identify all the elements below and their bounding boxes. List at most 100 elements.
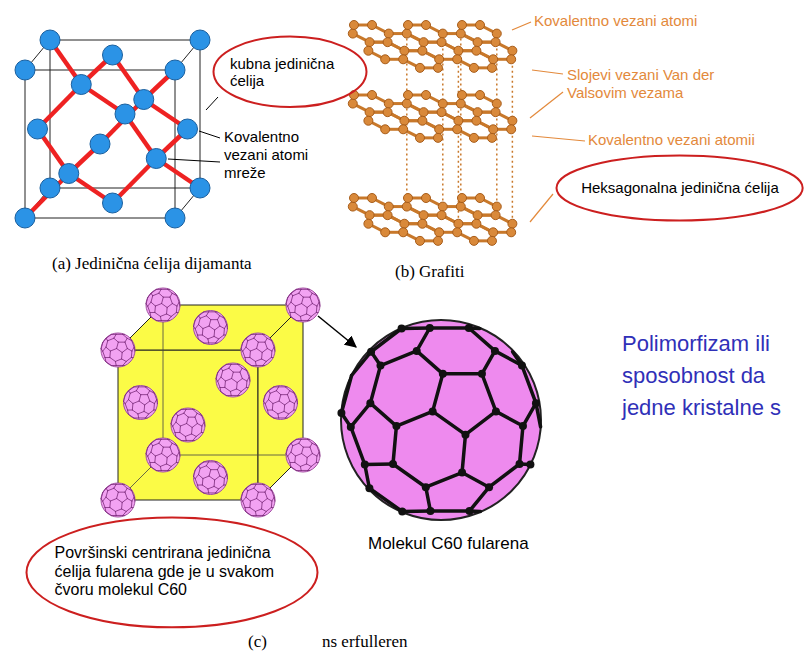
molecule-bond xyxy=(132,347,134,351)
molecule-bond xyxy=(116,334,123,335)
molecule-bond xyxy=(229,364,231,368)
molecule-bond xyxy=(265,391,268,395)
carbon-atom xyxy=(422,194,431,203)
molecule-bond xyxy=(262,349,267,353)
carbon-atom xyxy=(472,46,481,55)
molecule-bond xyxy=(300,314,306,316)
carbon-atom xyxy=(398,507,406,515)
molecule-bond xyxy=(138,411,144,413)
molecule-bond xyxy=(286,304,288,306)
carbon-atom xyxy=(392,422,400,430)
molecule-bond xyxy=(196,432,201,436)
molecule-bond xyxy=(123,511,126,515)
molecule-bond xyxy=(265,338,267,342)
molecule-bond xyxy=(291,467,297,471)
molecule-bond xyxy=(307,464,312,466)
molecule-bond xyxy=(123,484,125,485)
molecule-bond xyxy=(176,437,182,441)
molecule-bond xyxy=(312,293,317,295)
molecule-bond xyxy=(195,413,197,417)
molecule-bond xyxy=(122,509,127,511)
molecule-bond xyxy=(303,297,310,298)
carbon-atom xyxy=(456,202,465,211)
molecule-bond xyxy=(268,400,272,404)
molecule-bond xyxy=(351,427,365,465)
molecule-bond xyxy=(202,422,204,426)
leader-line xyxy=(530,92,563,118)
cube-edge xyxy=(200,40,201,188)
molecule-bond xyxy=(221,377,225,381)
c60-molecule xyxy=(146,438,180,472)
molecule-bond xyxy=(202,335,208,339)
molecule-bond xyxy=(150,462,155,463)
carbon-atom xyxy=(492,202,501,211)
molecule-bond xyxy=(238,395,240,396)
molecule-bond xyxy=(166,307,168,313)
molecule-bond xyxy=(155,454,161,456)
molecule-bond xyxy=(144,411,149,413)
molecule-bond xyxy=(312,454,317,456)
molecule-bond xyxy=(237,389,242,391)
molecule-bond xyxy=(194,320,196,326)
molecule-bond xyxy=(417,351,443,374)
carbon-atom xyxy=(415,63,424,72)
diamond-cell xyxy=(15,30,220,228)
molecule-bond xyxy=(236,382,238,388)
molecule-bond xyxy=(195,325,198,329)
molecule-bond xyxy=(272,404,274,410)
molecule-bond xyxy=(148,293,151,297)
leader-line xyxy=(532,70,563,74)
molecule-bond xyxy=(230,391,232,395)
molecule-bond xyxy=(153,293,159,295)
molecule-bond xyxy=(105,507,110,508)
carbon-atom xyxy=(433,133,442,142)
cube-edge xyxy=(163,455,303,456)
molecule-bond xyxy=(155,312,161,316)
molecule-bond xyxy=(204,492,209,493)
leader-line xyxy=(530,194,553,222)
molecule-bond xyxy=(161,470,168,471)
carbon-atom xyxy=(398,325,406,333)
carbon-atom xyxy=(367,348,375,356)
carbon-atom xyxy=(426,324,434,332)
molecule-bond xyxy=(243,351,245,357)
molecule-bond xyxy=(110,357,116,361)
molecule-bond xyxy=(285,417,287,418)
molecule-bond xyxy=(215,339,218,343)
molecule-bond xyxy=(215,461,217,462)
carbon-atom xyxy=(368,194,377,203)
note-text: Polimorfizam ili sposobnost da jedne kri… xyxy=(622,328,812,424)
carbon-atom xyxy=(402,99,411,108)
molecule-bond xyxy=(307,304,312,308)
molecule-bond xyxy=(139,401,145,405)
molecule-bond xyxy=(220,326,225,328)
molecule-bond xyxy=(146,454,148,456)
molecule-bond xyxy=(145,414,148,418)
molecule-bond xyxy=(246,512,252,516)
molecule-bond xyxy=(218,381,220,387)
molecule-bond xyxy=(288,456,290,462)
carbon-atom xyxy=(485,483,493,491)
molecule-bond xyxy=(136,387,138,391)
c60-molecule xyxy=(286,288,320,322)
molecule-bond xyxy=(154,400,156,404)
carbon-atom xyxy=(383,211,392,220)
molecule-bond xyxy=(209,492,216,493)
molecule-bond xyxy=(127,338,132,340)
c60-molecule xyxy=(264,386,298,420)
molecule-body xyxy=(101,333,135,367)
molecule-bond xyxy=(224,325,226,329)
molecule-bond xyxy=(114,488,118,492)
molecule-bond xyxy=(101,492,103,498)
molecule-bond xyxy=(187,424,193,428)
molecule-bond xyxy=(114,484,116,488)
molecule-bond xyxy=(194,470,196,476)
molecule-bond xyxy=(317,302,319,306)
molecule-bond xyxy=(103,497,106,501)
molecule-bond xyxy=(290,391,295,393)
carbon-atom xyxy=(487,236,496,245)
molecule-bond xyxy=(263,334,267,338)
carbon-atom xyxy=(516,460,524,468)
molecule-bond xyxy=(294,456,296,462)
molecule-bond xyxy=(148,302,151,306)
